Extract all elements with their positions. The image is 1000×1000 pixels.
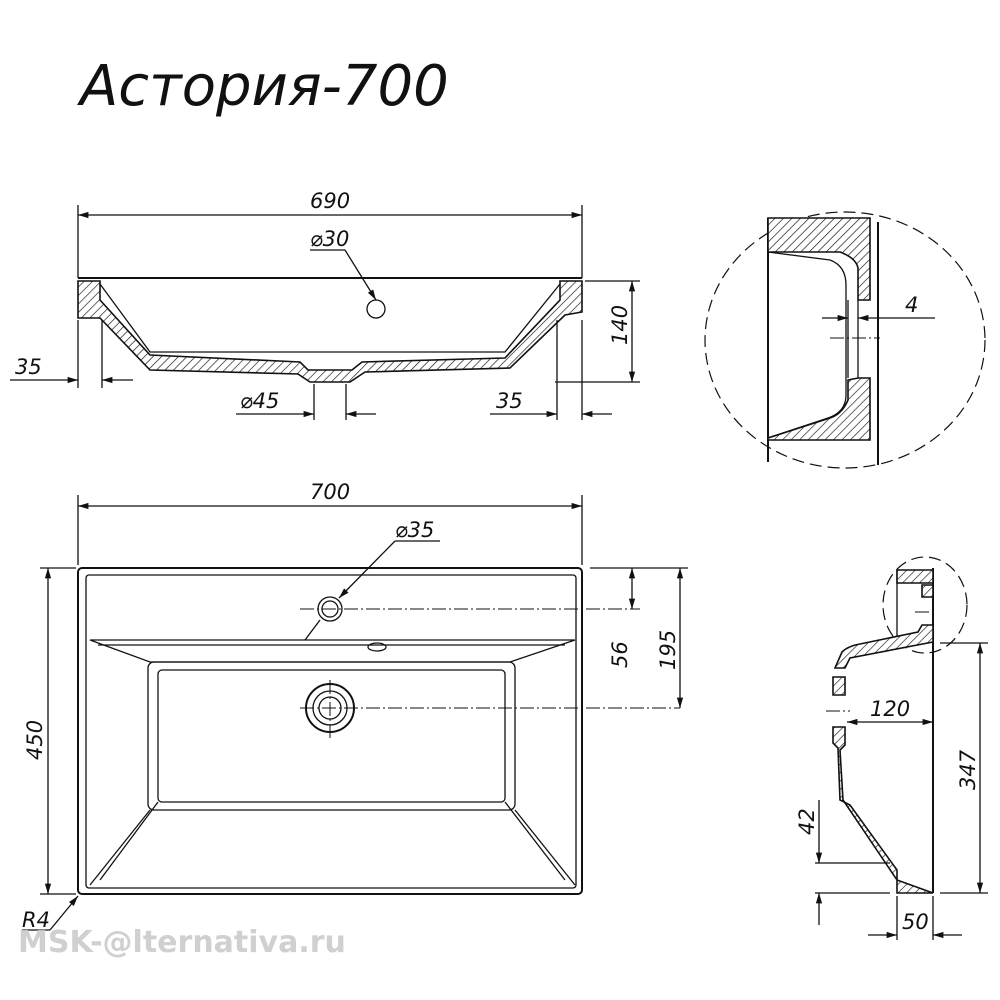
- dim-drain-offset-195: 195: [656, 630, 680, 670]
- dim-hole-30: ⌀30: [310, 227, 349, 251]
- dim-front-height-42: 42: [795, 808, 819, 835]
- dim-depth-450: 450: [23, 720, 47, 760]
- dim-rim-width-50: 50: [902, 910, 929, 934]
- dim-total-depth-347: 347: [956, 749, 980, 790]
- dim-corner-radius: R4: [22, 908, 50, 932]
- dim-drain-45: ⌀45: [240, 389, 279, 413]
- dim-width-700: 700: [310, 480, 350, 504]
- dim-height-140: 140: [608, 305, 632, 345]
- dim-thickness-4: 4: [905, 293, 918, 317]
- dim-rim-right-35: 35: [496, 389, 523, 413]
- dim-width-690: 690: [310, 189, 350, 213]
- section-view: 690 ⌀30 140 35 ⌀45 35: [10, 189, 640, 420]
- dim-faucet-hole-35: ⌀35: [395, 518, 434, 542]
- watermark: MSK-@lternativa.ru: [18, 925, 346, 960]
- side-section: 347 120 42 50: [795, 556, 988, 940]
- detail-view: 4: [704, 211, 986, 469]
- dim-drain-depth-120: 120: [870, 697, 910, 721]
- plan-view: 700 ⌀35 56 195 450 R4: [22, 480, 688, 932]
- dim-rim-left-35: 35: [15, 355, 42, 379]
- drawing-title: Астория-700: [77, 54, 449, 119]
- dim-faucet-offset-56: 56: [608, 641, 632, 668]
